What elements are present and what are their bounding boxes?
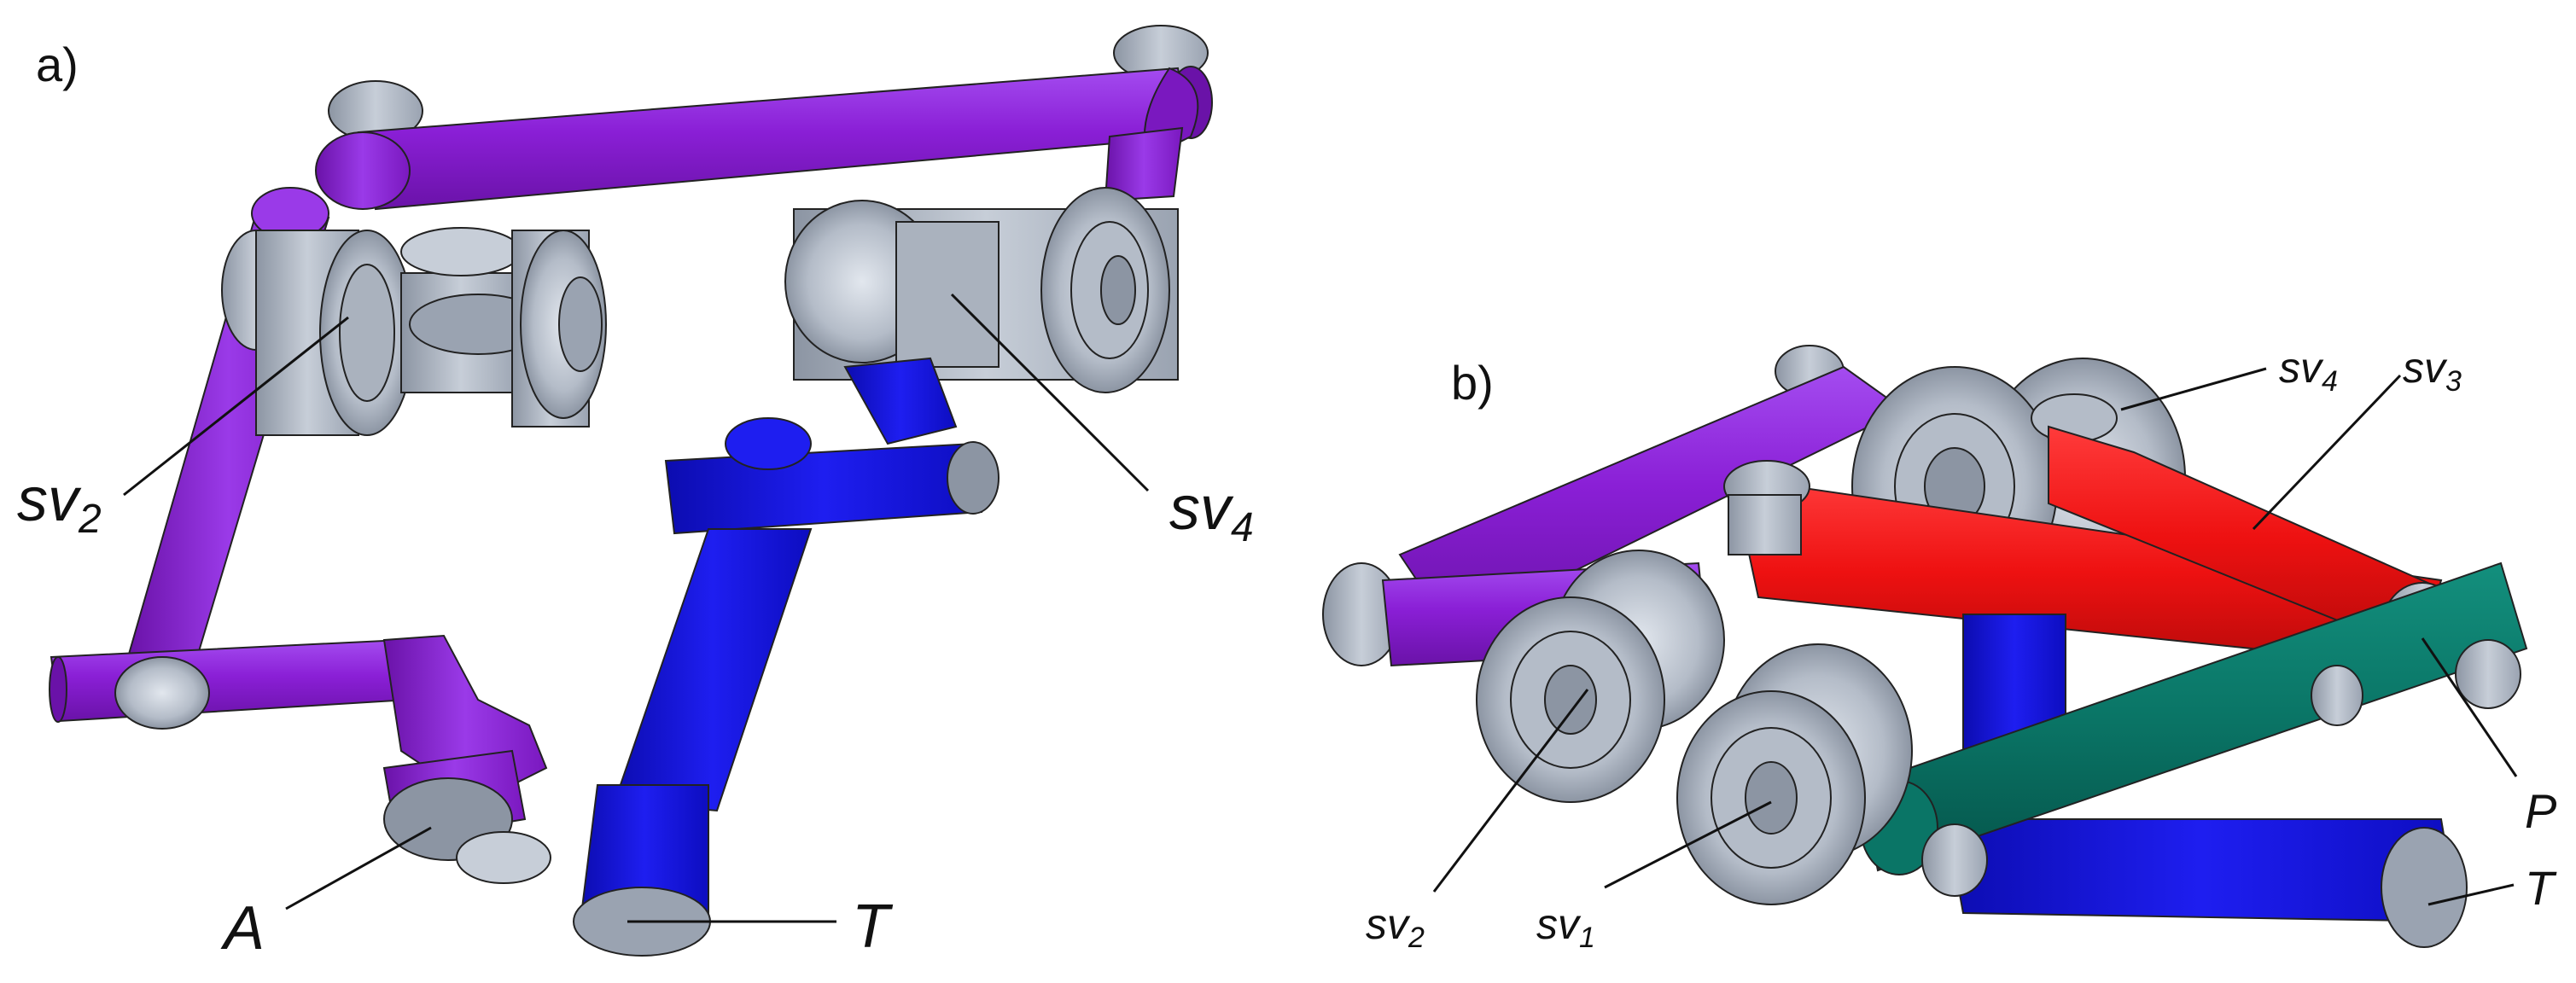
label-sv4-a: sv4: [1169, 474, 1254, 550]
label-sv2-a: sv2: [17, 466, 102, 542]
leader-A-a: [285, 826, 432, 910]
leader-sv1-b: [1604, 800, 1772, 889]
leader-sv4-b: [2120, 367, 2267, 411]
label-sv4-b: sv4: [2279, 344, 2338, 398]
leader-sv2-b: [1432, 689, 1589, 893]
leader-sv2-a: [123, 316, 349, 497]
panel-a-label: a): [36, 38, 79, 91]
leader-sv4-a: [950, 293, 1150, 492]
panel-b-labels: b) sv4 sv3 P T sv2 sv1: [1366, 344, 2557, 954]
panel-b-label: b): [1451, 356, 1494, 410]
label-T-a: T: [852, 893, 894, 961]
label-sv2-b: sv2: [1366, 900, 1425, 954]
leader-T-b: [2427, 883, 2515, 906]
panel-b-mechanism: [1322, 345, 2528, 948]
label-A-a: A: [220, 894, 265, 963]
panel-a-labels: a) sv2 sv4 A T: [17, 38, 1254, 963]
label-sv1-b: sv1: [1536, 900, 1595, 954]
leader-P-b: [2421, 637, 2518, 777]
label-sv3-b: sv3: [2403, 344, 2462, 398]
panel-a-mechanism: [49, 25, 1213, 957]
label-P-b: P: [2525, 784, 2556, 838]
label-T-b: T: [2525, 861, 2557, 915]
leader-sv3-b: [2252, 374, 2402, 531]
